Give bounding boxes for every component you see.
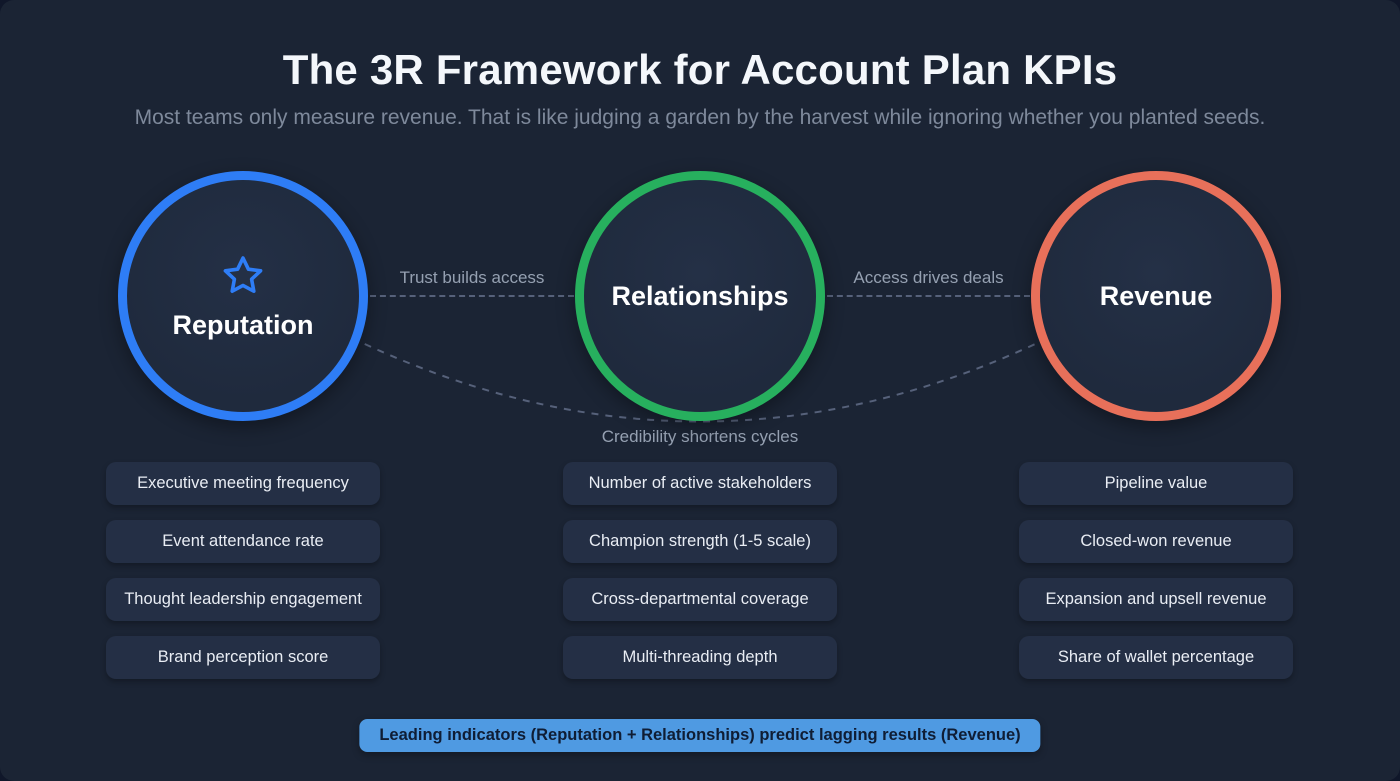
page-title: The 3R Framework for Account Plan KPIs [282, 46, 1118, 93]
node-label-revenue: Revenue [1099, 280, 1213, 311]
access-connector-label: Access drives deals [853, 268, 1004, 287]
node-circle-revenue: Revenue [1031, 171, 1281, 421]
kpi-pill: Cross-departmental coverage [563, 578, 837, 621]
kpi-pill: Expansion and upsell revenue [1019, 578, 1293, 621]
kpi-pill: Closed-won revenue [1019, 520, 1293, 563]
node-circle-relationships: Relationships [575, 171, 825, 421]
legend-banner: Leading indicators (Reputation + Relatio… [359, 719, 1041, 752]
kpi-pill: Brand perception score [106, 636, 380, 679]
star-icon [219, 252, 267, 300]
kpi-pill: Pipeline value [1019, 462, 1293, 505]
access-connector-line [827, 295, 1030, 297]
trust-connector-label: Trust builds access [399, 268, 545, 287]
kpi-column-reputation: Executive meeting frequency Event attend… [106, 462, 380, 679]
credibility-connector-label: Credibility shortens cycles [601, 427, 799, 446]
page-subtitle: Most teams only measure revenue. That is… [134, 106, 1266, 129]
node-circle-reputation: Reputation [118, 171, 368, 421]
kpi-pill: Executive meeting frequency [106, 462, 380, 505]
kpi-column-revenue: Pipeline value Closed-won revenue Expans… [1019, 462, 1293, 679]
kpi-pill: Thought leadership engagement [106, 578, 380, 621]
kpi-column-relationships: Number of active stakeholders Champion s… [563, 462, 837, 679]
kpi-pill: Event attendance rate [106, 520, 380, 563]
kpi-pill: Multi-threading depth [563, 636, 837, 679]
node-label-reputation: Reputation [172, 309, 314, 340]
kpi-pill: Share of wallet percentage [1019, 636, 1293, 679]
trust-connector-line [370, 295, 574, 297]
kpi-pill: Number of active stakeholders [563, 462, 837, 505]
kpi-pill: Champion strength (1-5 scale) [563, 520, 837, 563]
node-label-relationships: Relationships [611, 280, 789, 311]
